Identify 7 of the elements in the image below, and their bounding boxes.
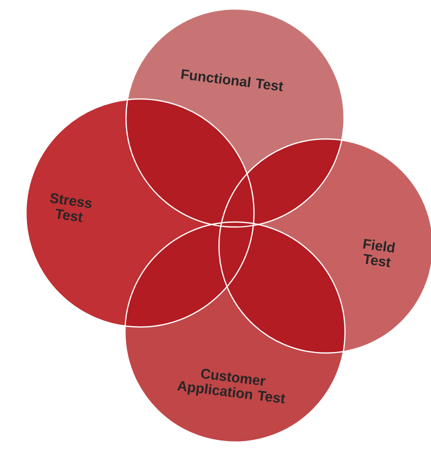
venn-circle bbox=[25, 98, 255, 328]
venn-circle bbox=[125, 8, 345, 228]
venn-circle bbox=[124, 221, 346, 443]
circle-label: Customer Application Test bbox=[177, 368, 286, 404]
circle-label: Field Test bbox=[363, 238, 395, 268]
circle-label: Functional Test bbox=[181, 69, 284, 92]
circle-label: Stress Test bbox=[50, 193, 92, 222]
